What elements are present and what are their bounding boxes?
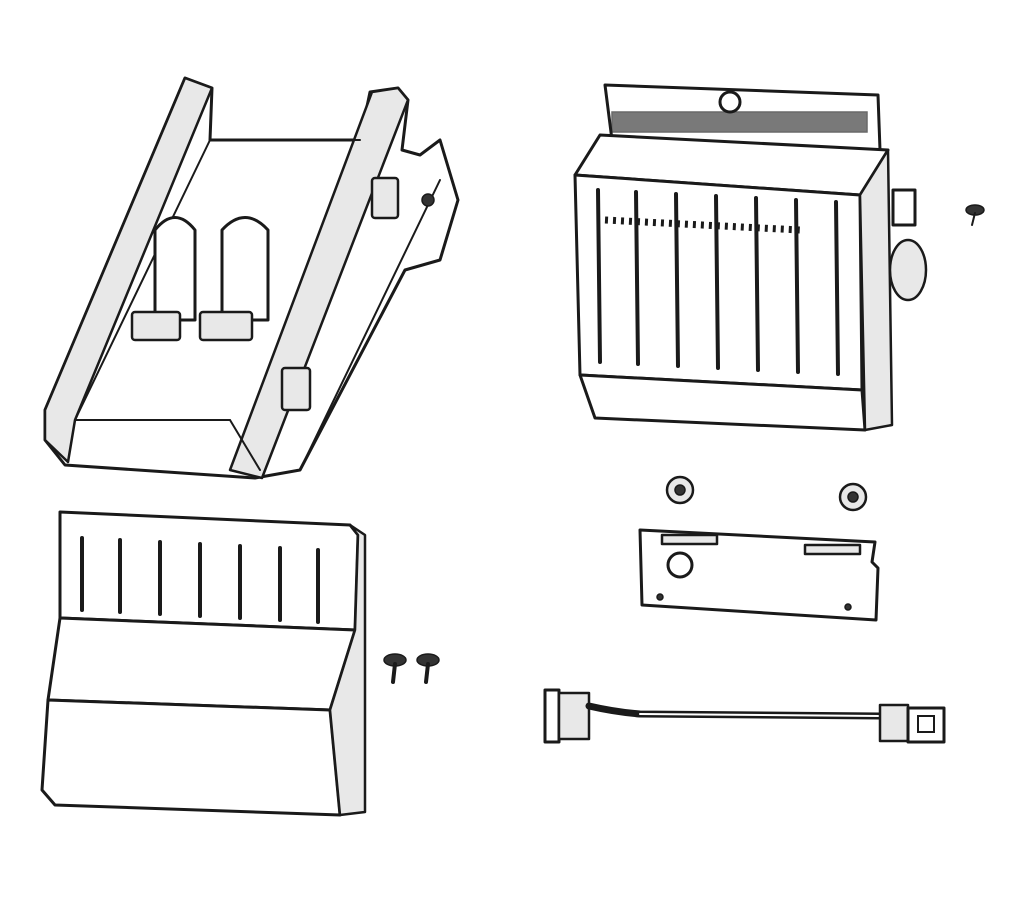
screw-cutter	[965, 204, 985, 226]
screw-cover-right	[416, 653, 440, 684]
cutter-module	[573, 83, 928, 432]
connector-left	[543, 688, 561, 744]
cover-vent-slots	[80, 536, 320, 624]
tray-clip-bottom	[280, 366, 312, 412]
roll-holder-left	[130, 216, 197, 342]
cutter-motor	[888, 238, 928, 302]
cutter-vent-slots	[596, 188, 840, 376]
screw-cover-left	[383, 653, 407, 684]
standoff-left	[665, 475, 695, 505]
media-tray	[43, 76, 460, 480]
tray-screw	[421, 193, 435, 207]
tray-clip-top	[370, 176, 400, 220]
standoff-right	[838, 482, 868, 512]
cutter-bracket	[891, 188, 917, 227]
roll-holder-right	[198, 216, 270, 342]
connector-right	[878, 703, 910, 743]
circuit-board	[638, 528, 880, 622]
front-cover	[40, 510, 367, 817]
cutter-blade-slot	[604, 216, 801, 234]
wire-harness	[543, 688, 946, 744]
cutter-knob	[718, 90, 742, 114]
